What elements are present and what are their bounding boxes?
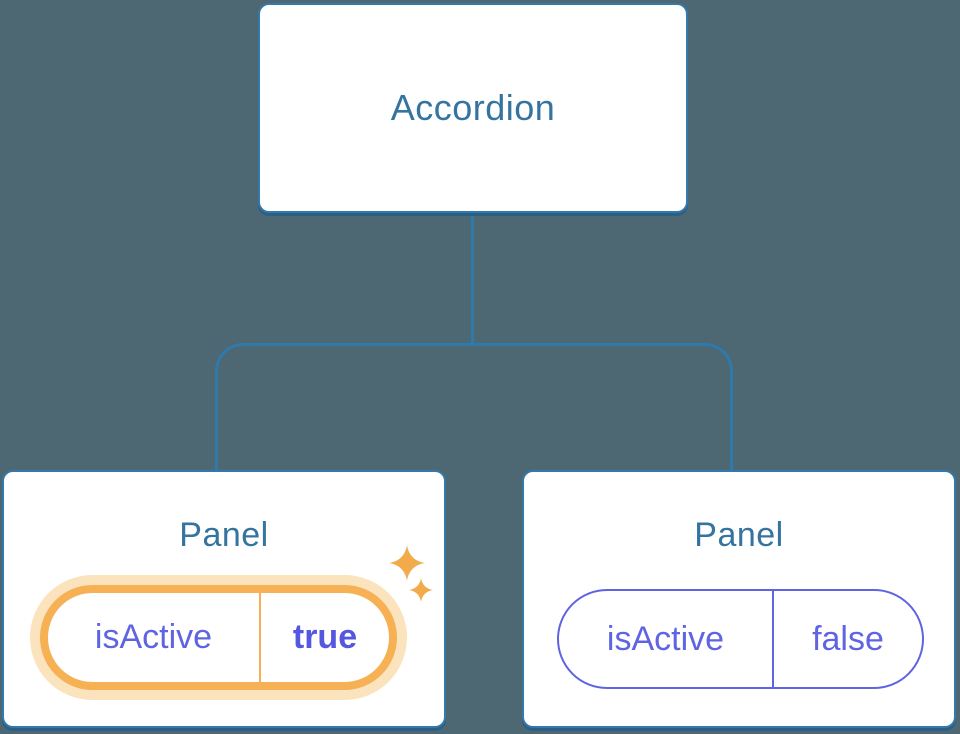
state-key: isActive: [94, 618, 213, 656]
state-value: false: [812, 619, 884, 658]
state-pill-inactive: isActive false: [557, 589, 924, 689]
accordion-node: Accordion: [258, 3, 688, 213]
state-pill-active: isActive true: [40, 585, 397, 690]
panel-title: Panel: [179, 516, 269, 554]
panel-title: Panel: [694, 516, 784, 554]
panel-node-active: Panel isActive true: [2, 470, 446, 728]
pill-divider: [259, 593, 261, 682]
connector-root-stem: [471, 212, 474, 346]
pill-divider: [772, 591, 774, 687]
state-key: isActive: [606, 619, 725, 658]
accordion-node-label: Accordion: [390, 87, 556, 128]
state-value: true: [292, 618, 358, 656]
connector-branch: [215, 343, 733, 471]
sparkles-icon: [389, 545, 433, 602]
panel-node-inactive: Panel isActive false: [522, 470, 956, 728]
